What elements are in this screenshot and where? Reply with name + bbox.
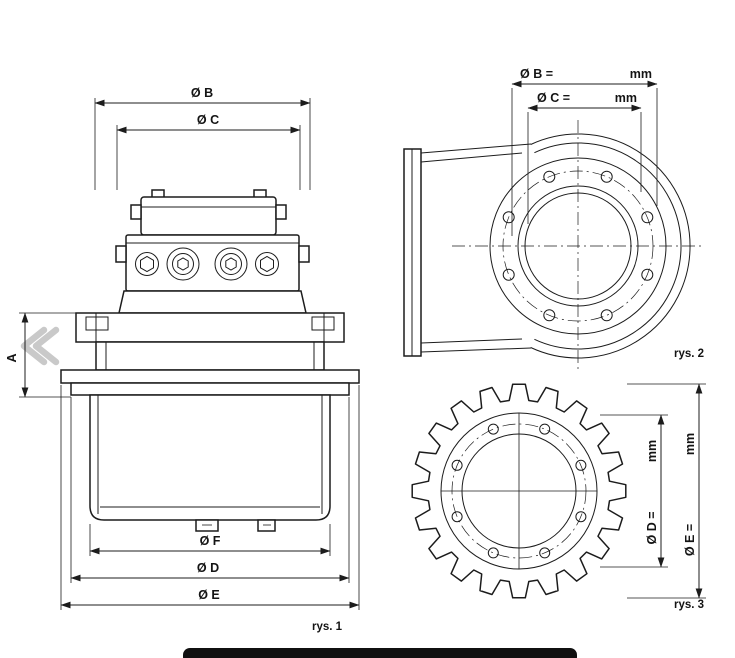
bolt-holes: [502, 170, 654, 322]
dim-label-front-c: Ø C: [197, 113, 219, 127]
housing-inner-arc: [534, 142, 682, 350]
dim-label-sprocket-e: Ø E =: [683, 524, 697, 556]
block-tab-left: [115, 245, 127, 263]
ring-outer: [60, 369, 360, 384]
dim-label-side-b: Ø B =: [520, 67, 553, 81]
port-left: [166, 247, 200, 281]
bottom-bar: [183, 648, 577, 658]
dim-label-front-d: Ø D: [197, 561, 219, 575]
flange-slot-left: [85, 316, 109, 331]
dim-label-front-a: A: [5, 353, 19, 362]
flange-slot-right: [311, 316, 335, 331]
motor-cap: [140, 196, 277, 236]
sprocket-view: mm Ø D = mm Ø E = rys. 3: [411, 383, 706, 611]
sprocket-bolt-holes: [451, 423, 587, 559]
skirt: [118, 290, 307, 314]
drum-foot-right: [257, 519, 276, 532]
drum-body: [89, 394, 331, 521]
port-right: [214, 247, 248, 281]
block-tab-right: [298, 245, 310, 263]
dim-label-front-e: Ø E: [198, 588, 220, 602]
cap-lug-right: [275, 204, 287, 220]
dim-unit-sprocket-d: mm: [645, 440, 659, 462]
mounting-flange: [75, 312, 345, 343]
dim-unit-side-c: mm: [615, 91, 637, 105]
dim-unit-sprocket-e: mm: [683, 433, 697, 455]
figure-caption-1: rys. 1: [312, 621, 343, 633]
hex-bolt-right: [255, 252, 279, 276]
figure-caption-2: rys. 2: [674, 348, 704, 360]
figure-caption-3: rys. 3: [674, 599, 704, 611]
dim-unit-side-b: mm: [630, 67, 652, 81]
step-section: [95, 341, 325, 371]
drum-foot-left: [195, 519, 219, 532]
hex-bolt-left: [135, 252, 159, 276]
chevron-left-icon: [20, 326, 60, 366]
dim-label-front-b: Ø B: [191, 86, 213, 100]
ring-inner: [70, 382, 350, 396]
cap-lug-left: [130, 204, 142, 220]
dim-label-sprocket-d: Ø D =: [645, 512, 659, 545]
front-view: Ø B Ø C A Ø F Ø D Ø E rys. 1: [5, 86, 360, 633]
side-view: Ø B = mm Ø C = mm rys. 2: [403, 67, 704, 372]
dim-label-side-c: Ø C =: [537, 91, 570, 105]
dim-label-front-f: Ø F: [200, 534, 221, 548]
